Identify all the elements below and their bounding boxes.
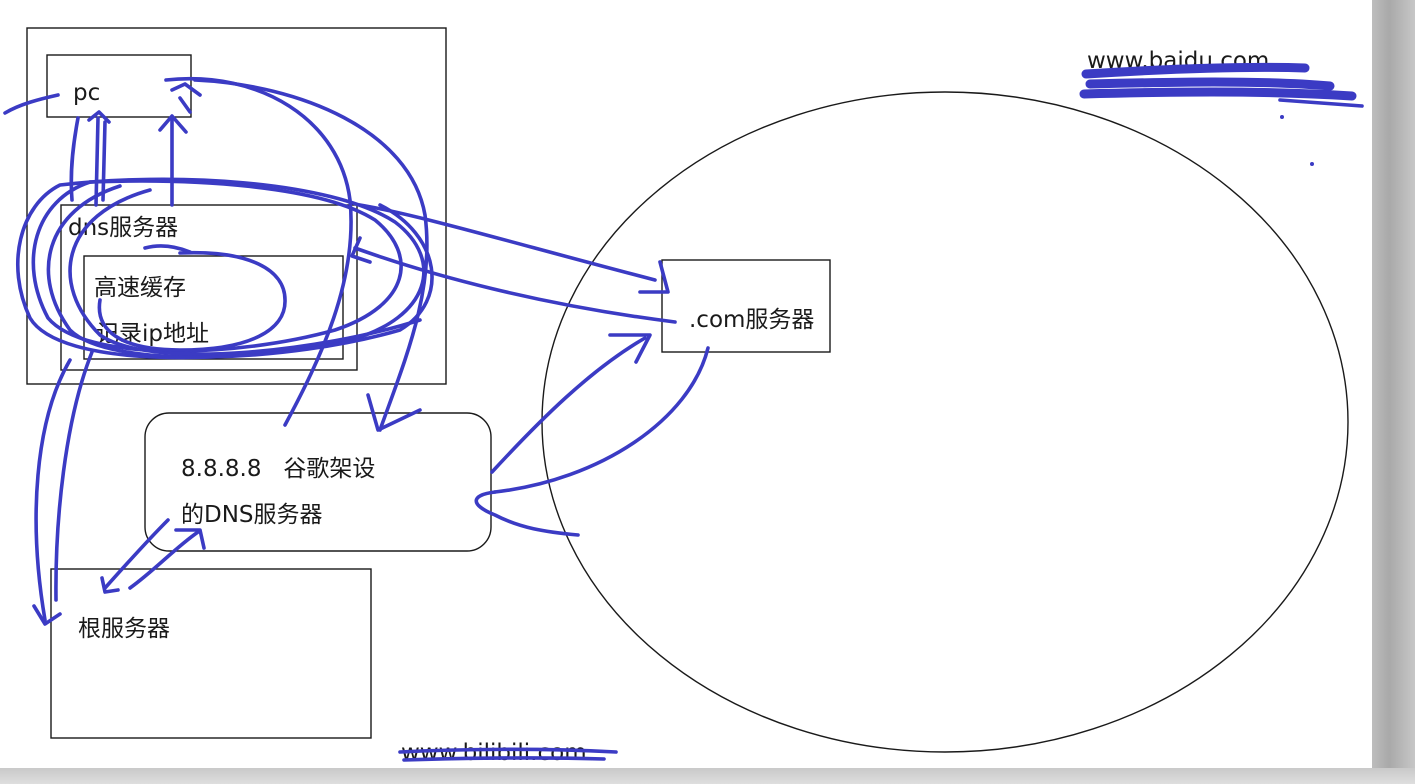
arrowhead xyxy=(87,110,111,124)
arrowhead xyxy=(366,393,422,432)
arrowhead xyxy=(143,244,192,254)
ink-dot xyxy=(1310,162,1314,166)
dns-to-root-arrow xyxy=(54,350,94,602)
pc-entry-stroke xyxy=(3,93,60,115)
ink-dot xyxy=(1280,115,1284,119)
diagram-svg: pc dns服务器 高速缓存 记录ip地址 .com服务器 8.8.8.8 谷歌… xyxy=(3,27,1364,766)
google-to-com-arrow xyxy=(490,336,647,474)
com-server-box[interactable] xyxy=(661,259,831,353)
bilibili-domain-label: www.bilibili.com xyxy=(401,740,587,766)
hand-drawn-annotations xyxy=(3,62,1364,762)
loop-stroke xyxy=(31,179,403,353)
pc-label: pc xyxy=(73,80,100,106)
cache-label: 高速缓存 xyxy=(94,275,186,301)
arrowhead xyxy=(100,576,120,594)
arrowhead xyxy=(170,82,202,114)
arrowhead xyxy=(608,333,652,364)
loop-stroke xyxy=(46,184,434,359)
google-dns-box[interactable] xyxy=(144,412,492,552)
pc-box[interactable] xyxy=(46,54,192,118)
local-network-box xyxy=(26,27,447,385)
com-to-dns-arrow xyxy=(353,246,677,324)
arrowhead xyxy=(350,236,372,264)
arrowhead xyxy=(638,260,670,294)
baidu-scribble-tail xyxy=(1278,98,1364,108)
dns-server-box[interactable] xyxy=(60,204,358,371)
cache-box[interactable] xyxy=(83,255,344,360)
pc-dns-line xyxy=(101,120,107,202)
google-dns-label: 8.8.8.8 谷歌架设 xyxy=(181,456,375,482)
pc-dns-line xyxy=(94,116,100,207)
dns-to-com-arrow xyxy=(358,203,657,282)
com-to-google-loop xyxy=(474,490,580,537)
com-server-label: .com服务器 xyxy=(689,307,814,333)
google-to-root-arrow xyxy=(128,530,200,590)
root-server-label: 根服务器 xyxy=(78,616,170,642)
google-to-pc-stroke xyxy=(193,78,429,432)
right-edge-strip xyxy=(1372,0,1415,784)
bottom-edge-strip xyxy=(0,768,1415,784)
bilibili-underline xyxy=(398,747,618,762)
root-to-google-arrow xyxy=(103,518,170,590)
baidu-scribble xyxy=(1079,62,1357,101)
cache-loop xyxy=(97,250,287,352)
loop-stroke xyxy=(16,177,426,360)
root-server-box[interactable] xyxy=(50,568,372,739)
com-to-google-arrow xyxy=(493,346,710,494)
arrowhead xyxy=(32,604,62,626)
diagram-canvas: pc dns服务器 高速缓存 记录ip地址 .com服务器 8.8.8.8 谷歌… xyxy=(0,0,1372,768)
loop-stroke xyxy=(68,188,422,356)
arrowhead xyxy=(158,114,188,134)
dns-to-root-arrow xyxy=(34,358,72,622)
arrowhead xyxy=(174,528,206,550)
google-dns-label-2: 的DNS服务器 xyxy=(181,502,323,528)
